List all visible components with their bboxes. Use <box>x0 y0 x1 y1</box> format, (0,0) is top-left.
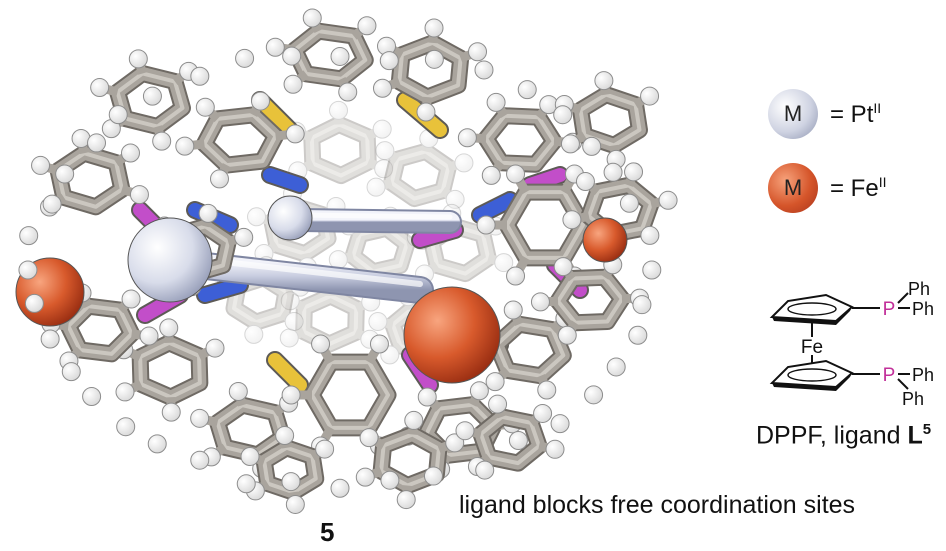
pt-atom <box>267 195 313 241</box>
phenyl-ring <box>530 255 650 345</box>
dppf-name-text: DPPF, ligand <box>756 421 901 450</box>
dppf-ph-label: Ph <box>912 299 934 319</box>
phenyl-ring <box>175 91 305 189</box>
pt-atom <box>127 217 213 303</box>
dppf-structure: Fe P P Ph Ph Ph Ph <box>769 279 934 409</box>
compound-label: 5 <box>320 517 335 547</box>
fe-sphere-icon: M <box>768 163 818 213</box>
ligand-superscript: 5 <box>922 421 932 438</box>
dppf-p-top-label: P <box>883 299 896 320</box>
dppf-p-bottom-label: P <box>883 365 896 386</box>
legend-fe-text: = FeII <box>830 173 887 202</box>
phenyl-ring <box>372 18 488 122</box>
dppf-fe-label: Fe <box>801 337 823 358</box>
phenyl-ring <box>240 426 335 514</box>
phenyl-ring <box>554 71 660 169</box>
pt-sphere-icon: M <box>768 89 818 139</box>
phenyl-ring <box>90 49 199 151</box>
phenyl-ring <box>355 410 465 510</box>
phenyl-ring <box>286 100 394 185</box>
fe-atom <box>403 286 501 384</box>
cp-ring-top <box>769 293 854 325</box>
phenyl-ring <box>366 128 474 209</box>
molecule-foreground-layer <box>15 8 678 514</box>
phenyl-ring <box>562 162 678 258</box>
cp-ring-bottom <box>769 359 854 391</box>
caption: ligand blocks free coordination sites <box>459 491 856 519</box>
dppf-ph-label: Ph <box>908 279 930 299</box>
legend-pt-text: = PtII <box>830 99 882 128</box>
dppf-ph-label: Ph <box>912 365 934 385</box>
dppf-name: DPPF, ligand L5 <box>756 421 931 450</box>
ligand-symbol: L <box>907 421 923 450</box>
legend-fe-symbol: M <box>783 175 803 200</box>
legend-pt-symbol: M <box>783 101 803 126</box>
phenyl-ring <box>281 334 397 456</box>
fe-atom <box>582 217 628 263</box>
legend-pt-row: M = PtII <box>768 89 881 139</box>
phenyl-ring <box>31 128 149 217</box>
dppf-ph-label: Ph <box>902 389 924 409</box>
legend-fe-row: M = FeII <box>768 163 886 213</box>
phenyl-ring <box>455 394 565 477</box>
